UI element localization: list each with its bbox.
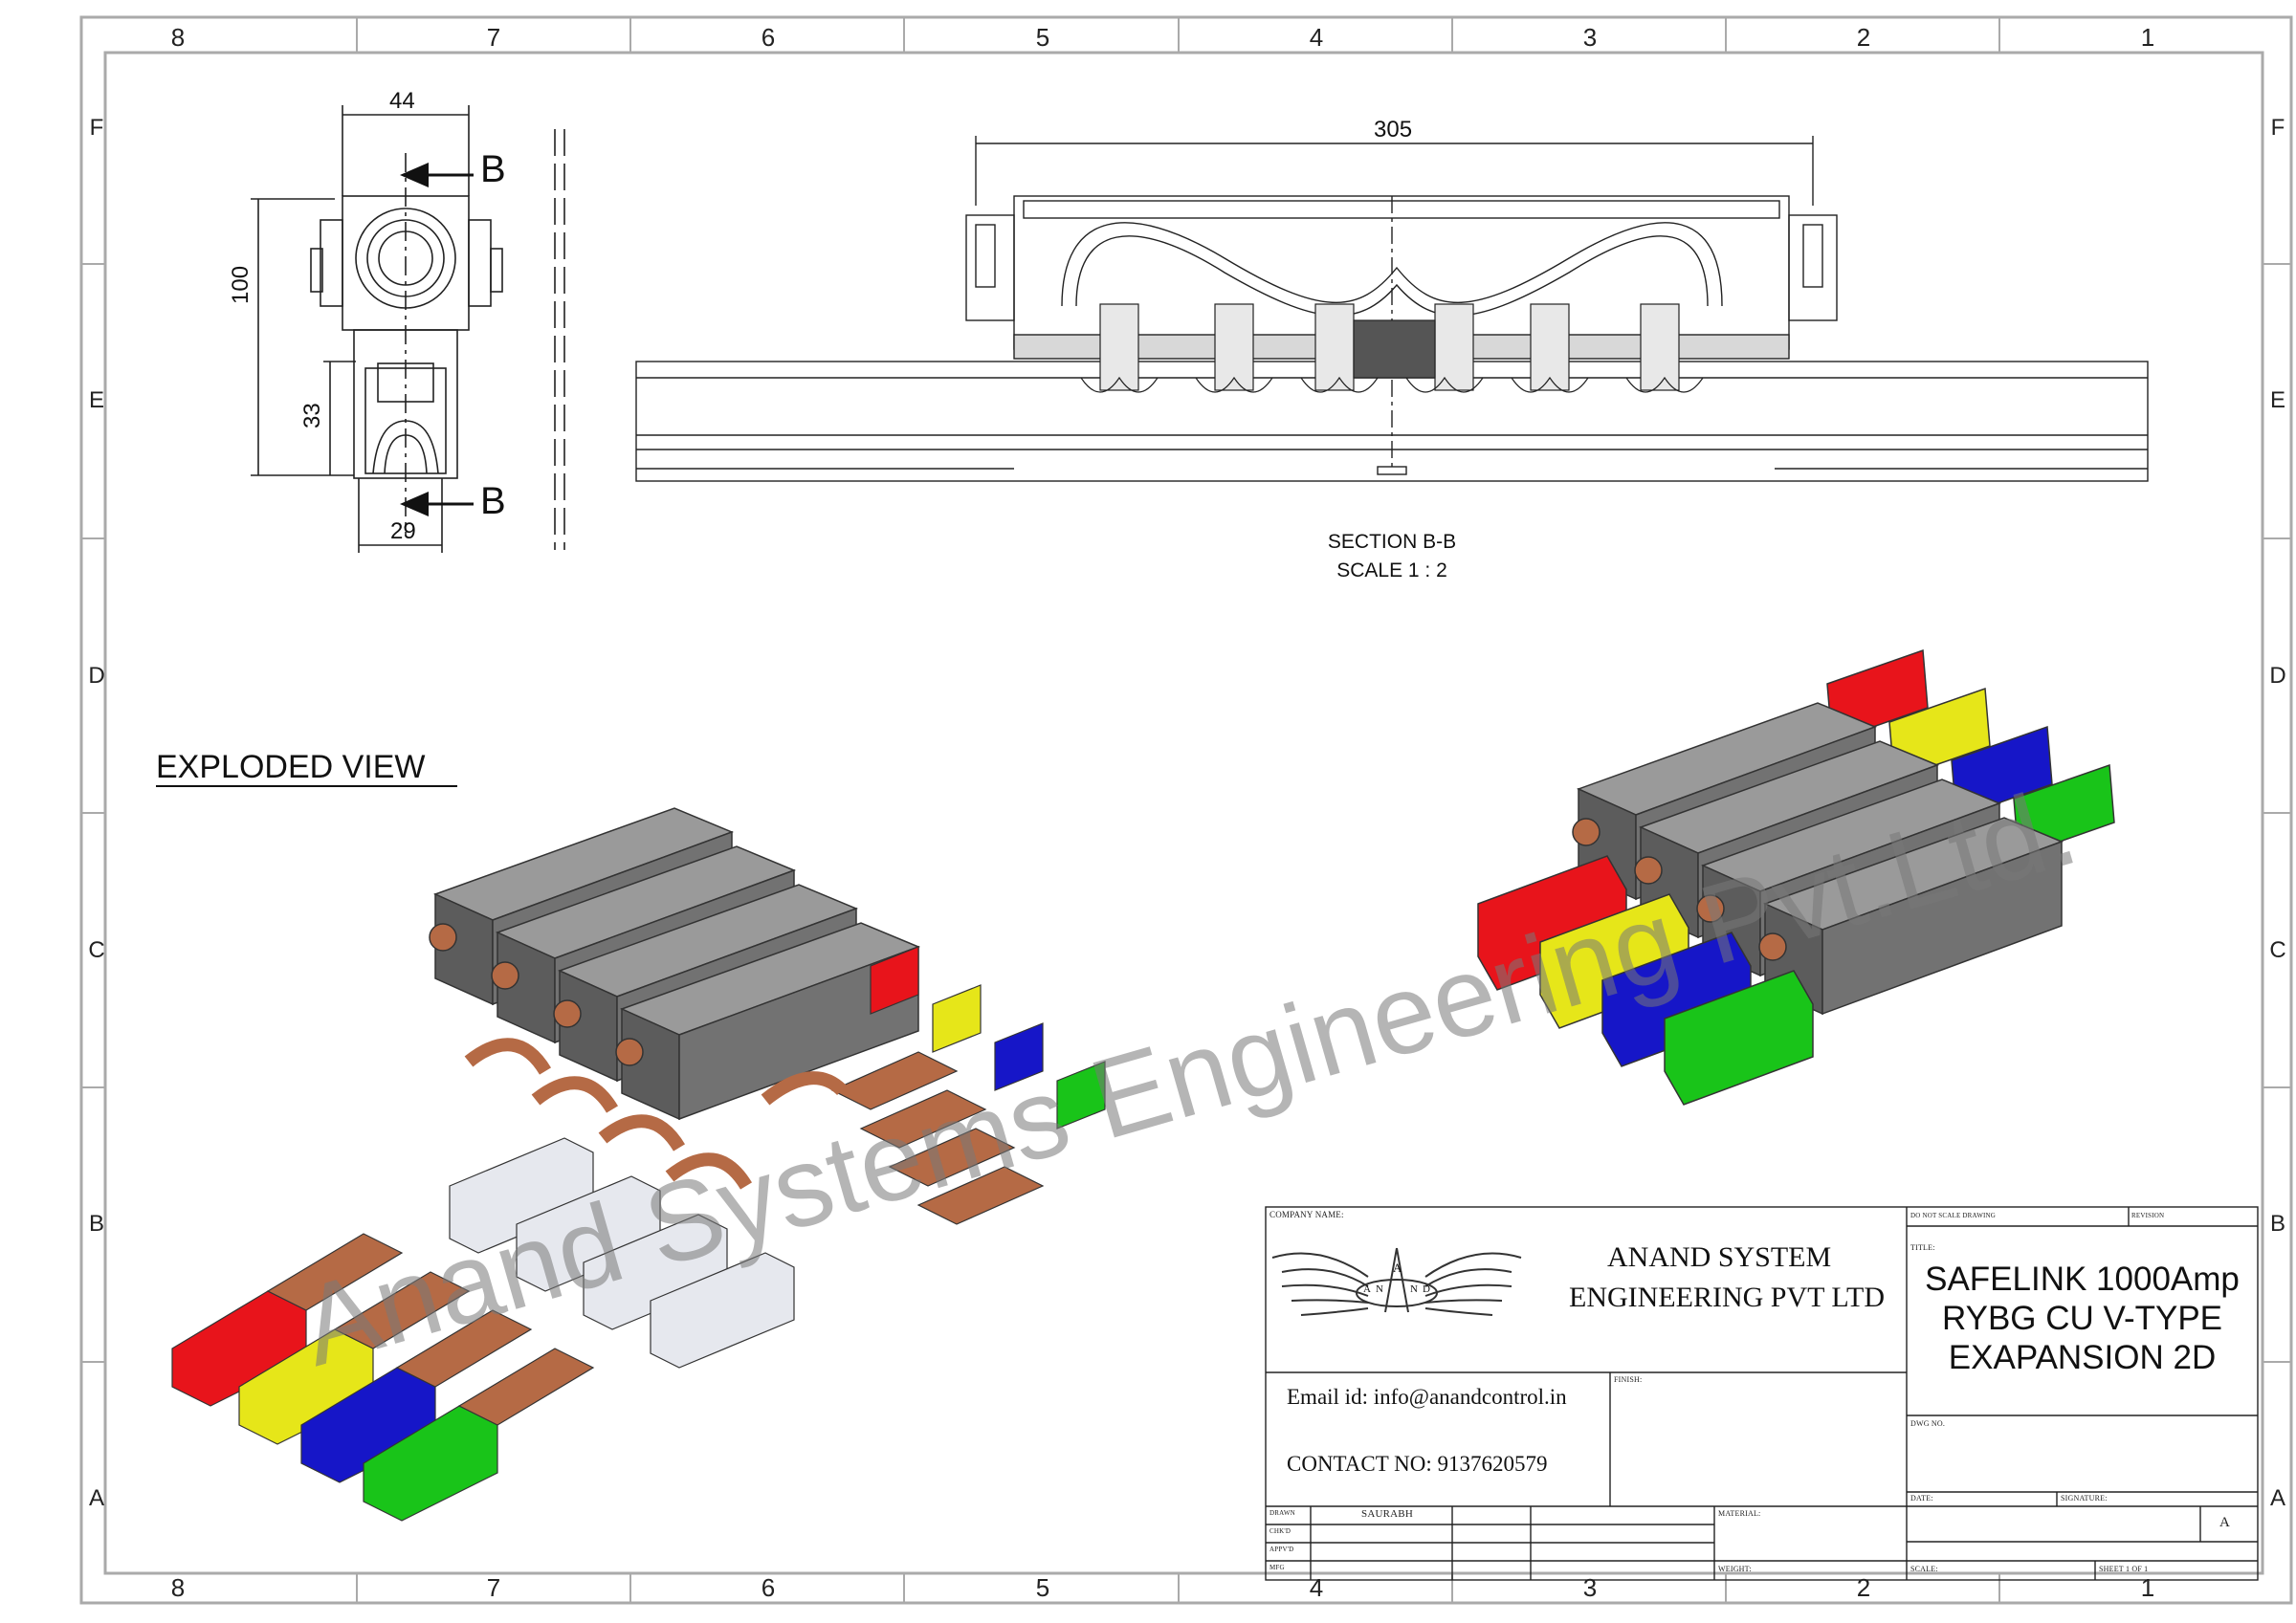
company-name-label: COMPANY NAME: — [1269, 1210, 1344, 1219]
exploded-links — [464, 1038, 847, 1190]
drawn-label: DRAWN — [1269, 1509, 1295, 1517]
logo-letter-n1: N — [1376, 1283, 1383, 1295]
zone-row-right-B: B — [2269, 1211, 2285, 1237]
section-scale: SCALE 1 : 2 — [1336, 559, 1447, 581]
section-marker-bottom: B — [480, 480, 506, 522]
zone-col-bottom-5: 5 — [1035, 1573, 1050, 1602]
date-label: DATE: — [1910, 1494, 1933, 1502]
zone-col-bottom-2: 2 — [1856, 1573, 1871, 1602]
zone-col-top-5: 5 — [1035, 23, 1050, 52]
signature-label: SIGNATURE: — [2061, 1494, 2108, 1502]
weight-label: WEIGHT: — [1718, 1565, 1752, 1573]
zone-row-right-E: E — [2269, 387, 2285, 413]
logo-letter-d: D — [1423, 1283, 1430, 1295]
checked-label: CHK'D — [1269, 1527, 1292, 1535]
zone-row-right-C: C — [2269, 937, 2286, 963]
zone-col-bottom-3: 3 — [1582, 1573, 1598, 1602]
exploded-brackets — [449, 1137, 795, 1369]
dwg-no-label: DWG NO. — [1910, 1419, 1946, 1428]
zone-col-bottom-8: 8 — [170, 1573, 186, 1602]
zone-col-top-1: 1 — [2140, 23, 2155, 52]
zone-row-left-F: F — [89, 115, 104, 141]
drawing-title-line3: EXAPANSION 2D — [1948, 1339, 2217, 1376]
company-name-line2: ENGINEERING PVT LTD — [1569, 1282, 1885, 1313]
drawing-title-line1: SAFELINK 1000Amp — [1925, 1261, 2240, 1298]
zone-row-right-F: F — [2270, 115, 2285, 141]
finish-label: FINISH: — [1614, 1375, 1643, 1384]
zone-row-left-E: E — [88, 387, 104, 413]
zone-col-bottom-4: 4 — [1309, 1573, 1324, 1602]
dimension-33: 33 — [299, 403, 325, 428]
zone-row-left-C: C — [88, 937, 105, 963]
email-text: Email id: info@anandcontrol.in — [1287, 1385, 1567, 1409]
material-label: MATERIAL: — [1718, 1509, 1761, 1518]
zone-col-bottom-6: 6 — [761, 1573, 776, 1602]
scale-label: SCALE: — [1910, 1565, 1938, 1573]
size-value: A — [2219, 1515, 2231, 1530]
logo-letter-a1: A — [1363, 1283, 1371, 1295]
contact-text: CONTACT NO: 9137620579 — [1287, 1452, 1548, 1476]
exploded-colored-covers — [171, 946, 1106, 1522]
do-not-scale-label: DO NOT SCALE DRAWING — [1910, 1212, 1997, 1219]
title-label: TITLE: — [1910, 1243, 1935, 1252]
dimension-29: 29 — [390, 518, 416, 544]
assembled-view — [1477, 648, 2115, 1106]
mfg-label: MFG — [1269, 1564, 1285, 1571]
zone-row-left-D: D — [88, 663, 105, 689]
zone-col-top-3: 3 — [1582, 23, 1598, 52]
exploded-housings — [429, 807, 921, 1121]
section-title: SECTION B-B — [1327, 531, 1457, 553]
company-name-line1: ANAND SYSTEM — [1607, 1241, 1832, 1273]
zone-col-bottom-1: 1 — [2140, 1573, 2155, 1602]
zone-col-top-4: 4 — [1309, 23, 1324, 52]
dimension-100: 100 — [228, 265, 254, 304]
drawing-title-line2: RYBG CU V-TYPE — [1941, 1300, 2223, 1337]
exploded-copper-rails — [266, 1051, 1045, 1426]
zone-col-top-7: 7 — [486, 23, 501, 52]
zone-col-top-8: 8 — [170, 23, 186, 52]
zone-row-right-A: A — [2269, 1485, 2285, 1511]
exploded-view-label: EXPLODED VIEW — [156, 749, 426, 785]
zone-row-left-A: A — [88, 1485, 104, 1511]
drawn-by-value: SAURABH — [1361, 1508, 1413, 1520]
section-marker-top: B — [480, 148, 506, 190]
zone-col-top-6: 6 — [761, 23, 776, 52]
zone-col-top-2: 2 — [1856, 23, 1871, 52]
dimension-44: 44 — [389, 88, 415, 114]
zone-row-left-B: B — [88, 1211, 104, 1237]
zone-row-right-D: D — [2269, 663, 2286, 689]
zone-col-bottom-7: 7 — [486, 1573, 501, 1602]
revision-label: REVISION — [2131, 1212, 2165, 1219]
logo-letter-a2: A — [1393, 1261, 1402, 1275]
approved-label: APPV'D — [1269, 1546, 1294, 1553]
sheet-label: SHEET 1 OF 1 — [2099, 1565, 2149, 1573]
dimension-305: 305 — [1374, 117, 1413, 143]
logo-letter-n2: N — [1410, 1283, 1418, 1295]
company-logo — [1271, 1247, 1522, 1316]
